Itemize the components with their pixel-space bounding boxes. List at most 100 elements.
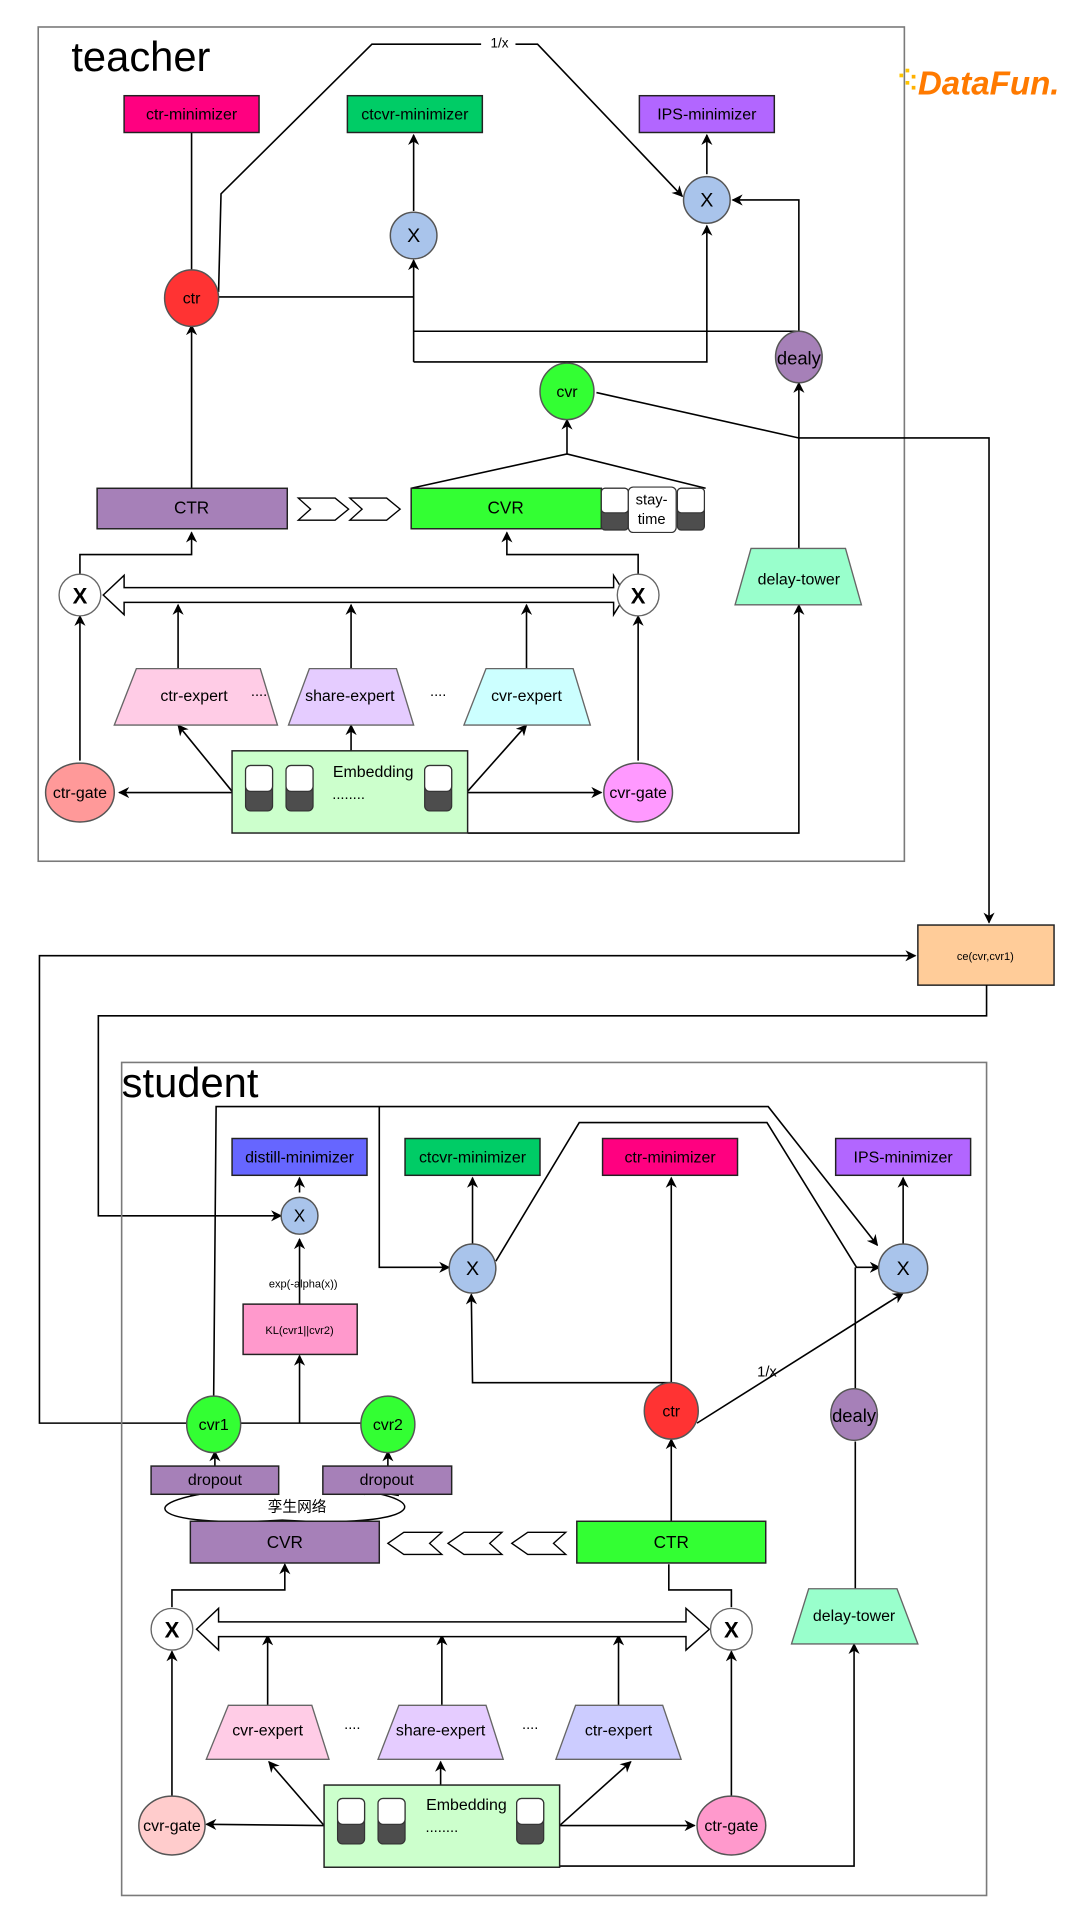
svg-text:cvr1: cvr1	[199, 1417, 229, 1434]
teacher-cvr-gate: cvr-gate	[603, 762, 674, 823]
svg-text:ctr-expert: ctr-expert	[160, 688, 228, 705]
student-dropout-2: dropout	[322, 1465, 453, 1496]
student-delay-tower: delay-tower	[790, 1588, 919, 1645]
svg-text:cvr-gate: cvr-gate	[143, 1818, 201, 1835]
svg-text:delay-tower: delay-tower	[758, 571, 841, 588]
student-distill-multiply: X	[280, 1196, 319, 1235]
svg-text:time: time	[638, 512, 666, 528]
svg-text:X: X	[724, 1618, 739, 1643]
teacher-cvr-tower: CVR stay- time	[410, 486, 706, 534]
svg-text:ctr: ctr	[662, 1403, 680, 1420]
svg-text:X: X	[73, 583, 88, 608]
svg-text:KL(cvr1||cvr2): KL(cvr1||cvr2)	[265, 1325, 333, 1337]
svg-text:dropout: dropout	[188, 1472, 243, 1489]
svg-text:dealy: dealy	[777, 347, 822, 368]
student-dropout-1: dropout	[150, 1465, 280, 1496]
svg-text:CTR: CTR	[654, 1532, 689, 1552]
student-cvr-gate: cvr-gate	[138, 1795, 206, 1856]
teacher-ctr-tower: CTR	[96, 487, 289, 530]
teacher-connectors	[74, 43, 995, 924]
svg-text:CVR: CVR	[488, 498, 524, 518]
student-ctr-expert: ctr-expert	[554, 1704, 683, 1760]
teacher-ellipsis: ....	[430, 684, 446, 700]
svg-text:Embedding: Embedding	[426, 1797, 507, 1814]
student-kl-box: KL(cvr1||cvr2)	[242, 1303, 358, 1356]
student-inverse-label: 1/x	[757, 1365, 777, 1381]
student-siamese-label: 孪生网络	[268, 1499, 327, 1516]
teacher-frame	[37, 26, 906, 863]
teacher-gate-mix-arrow-icon	[102, 572, 627, 618]
student-connectors	[164, 1105, 909, 1867]
student-ctcvr-minimizer: ctcvr-minimizer	[404, 1137, 541, 1177]
svg-text:ce(cvr,cvr1): ce(cvr,cvr1)	[957, 951, 1014, 963]
svg-text:........: ........	[332, 787, 365, 803]
teacher-ctcvr-multiply: X	[389, 211, 438, 260]
student-title: student	[122, 1059, 259, 1106]
svg-text:X: X	[897, 1258, 910, 1280]
teacher-cvr-gate-multiply: X	[616, 573, 660, 617]
logo-dots-icon	[899, 68, 916, 90]
teacher-share-expert: share-expert	[287, 667, 415, 726]
svg-text:CTR: CTR	[174, 498, 209, 518]
teacher-title: teacher	[71, 33, 210, 80]
teacher-delay-tower: delay-tower	[734, 547, 863, 606]
svg-text:distill-minimizer: distill-minimizer	[245, 1149, 355, 1166]
svg-text:ctcvr-minimizer: ctcvr-minimizer	[419, 1149, 527, 1166]
svg-text:cvr2: cvr2	[373, 1417, 403, 1434]
svg-text:X: X	[466, 1258, 479, 1280]
svg-text:cvr-gate: cvr-gate	[609, 785, 667, 802]
student-ips-multiply: X	[877, 1243, 929, 1294]
teacher-cvr-node: cvr	[539, 362, 595, 421]
svg-text:ctr-gate: ctr-gate	[53, 785, 107, 802]
student-ips-minimizer: IPS-minimizer	[834, 1137, 972, 1177]
student-ctr-tower: CTR	[576, 1520, 767, 1564]
svg-text:ctr-expert: ctr-expert	[585, 1722, 653, 1739]
teacher-ellipsis: ....	[251, 684, 267, 700]
student-gate-mix-arrow-icon	[195, 1606, 711, 1652]
svg-text:share-expert: share-expert	[396, 1722, 486, 1739]
teacher-ctr-gate-multiply: X	[58, 573, 102, 617]
svg-text:cvr-expert: cvr-expert	[491, 688, 562, 705]
student-cvr-expert: cvr-expert	[205, 1704, 330, 1760]
svg-text:dropout: dropout	[360, 1472, 415, 1489]
student-ctr-gate-multiply: X	[709, 1607, 753, 1651]
svg-text:IPS-minimizer: IPS-minimizer	[854, 1149, 954, 1166]
student-ctr-gate: ctr-gate	[696, 1795, 767, 1856]
svg-text:X: X	[631, 583, 646, 608]
student-ctcvr-multiply: X	[448, 1243, 497, 1294]
teacher-cvr-expert: cvr-expert	[462, 667, 592, 726]
svg-text:share-expert: share-expert	[305, 688, 395, 705]
student-share-expert: share-expert	[377, 1704, 505, 1760]
student-ellipsis: ....	[522, 1717, 538, 1733]
ce-loss-box: ce(cvr,cvr1)	[917, 924, 1055, 986]
student-exp-label: exp(-alpha(x))	[269, 1278, 338, 1290]
svg-text:ctr: ctr	[183, 291, 201, 308]
teacher-ips-multiply: X	[682, 175, 731, 225]
student-frame	[120, 1061, 988, 1897]
teacher-ctr-expert: ctr-expert	[113, 667, 279, 726]
student-distill-minimizer: distill-minimizer	[231, 1137, 368, 1177]
student-ctr-minimizer: ctr-minimizer	[601, 1137, 739, 1177]
svg-text:........: ........	[425, 1820, 458, 1836]
teacher-transfer-chevrons-icon	[296, 497, 402, 521]
teacher-ctr-node: ctr	[163, 269, 220, 328]
svg-text:ctcvr-minimizer: ctcvr-minimizer	[361, 107, 469, 124]
teacher-ips-minimizer: IPS-minimizer	[638, 94, 776, 134]
svg-text:stay-: stay-	[636, 492, 668, 508]
svg-text:CVR: CVR	[267, 1532, 303, 1552]
svg-text:IPS-minimizer: IPS-minimizer	[657, 107, 757, 124]
student-ellipsis: ....	[344, 1717, 360, 1733]
student-embedding: Embedding ........	[323, 1784, 561, 1868]
svg-text:dealy: dealy	[832, 1405, 877, 1426]
student-cvr-gate-multiply: X	[150, 1607, 194, 1651]
svg-text:X: X	[294, 1206, 306, 1226]
teacher-ctr-minimizer: ctr-minimizer	[123, 94, 260, 134]
teacher-embedding: Embedding ........	[231, 750, 469, 834]
student-cvr-tower: CVR	[189, 1520, 381, 1564]
teacher-ctr-gate: ctr-gate	[44, 762, 116, 823]
svg-text:ctr-gate: ctr-gate	[704, 1818, 758, 1835]
cross-section-connectors	[38, 950, 988, 1424]
svg-text:ctr-minimizer: ctr-minimizer	[146, 107, 238, 124]
student-cvr1-node: cvr1	[185, 1395, 242, 1454]
